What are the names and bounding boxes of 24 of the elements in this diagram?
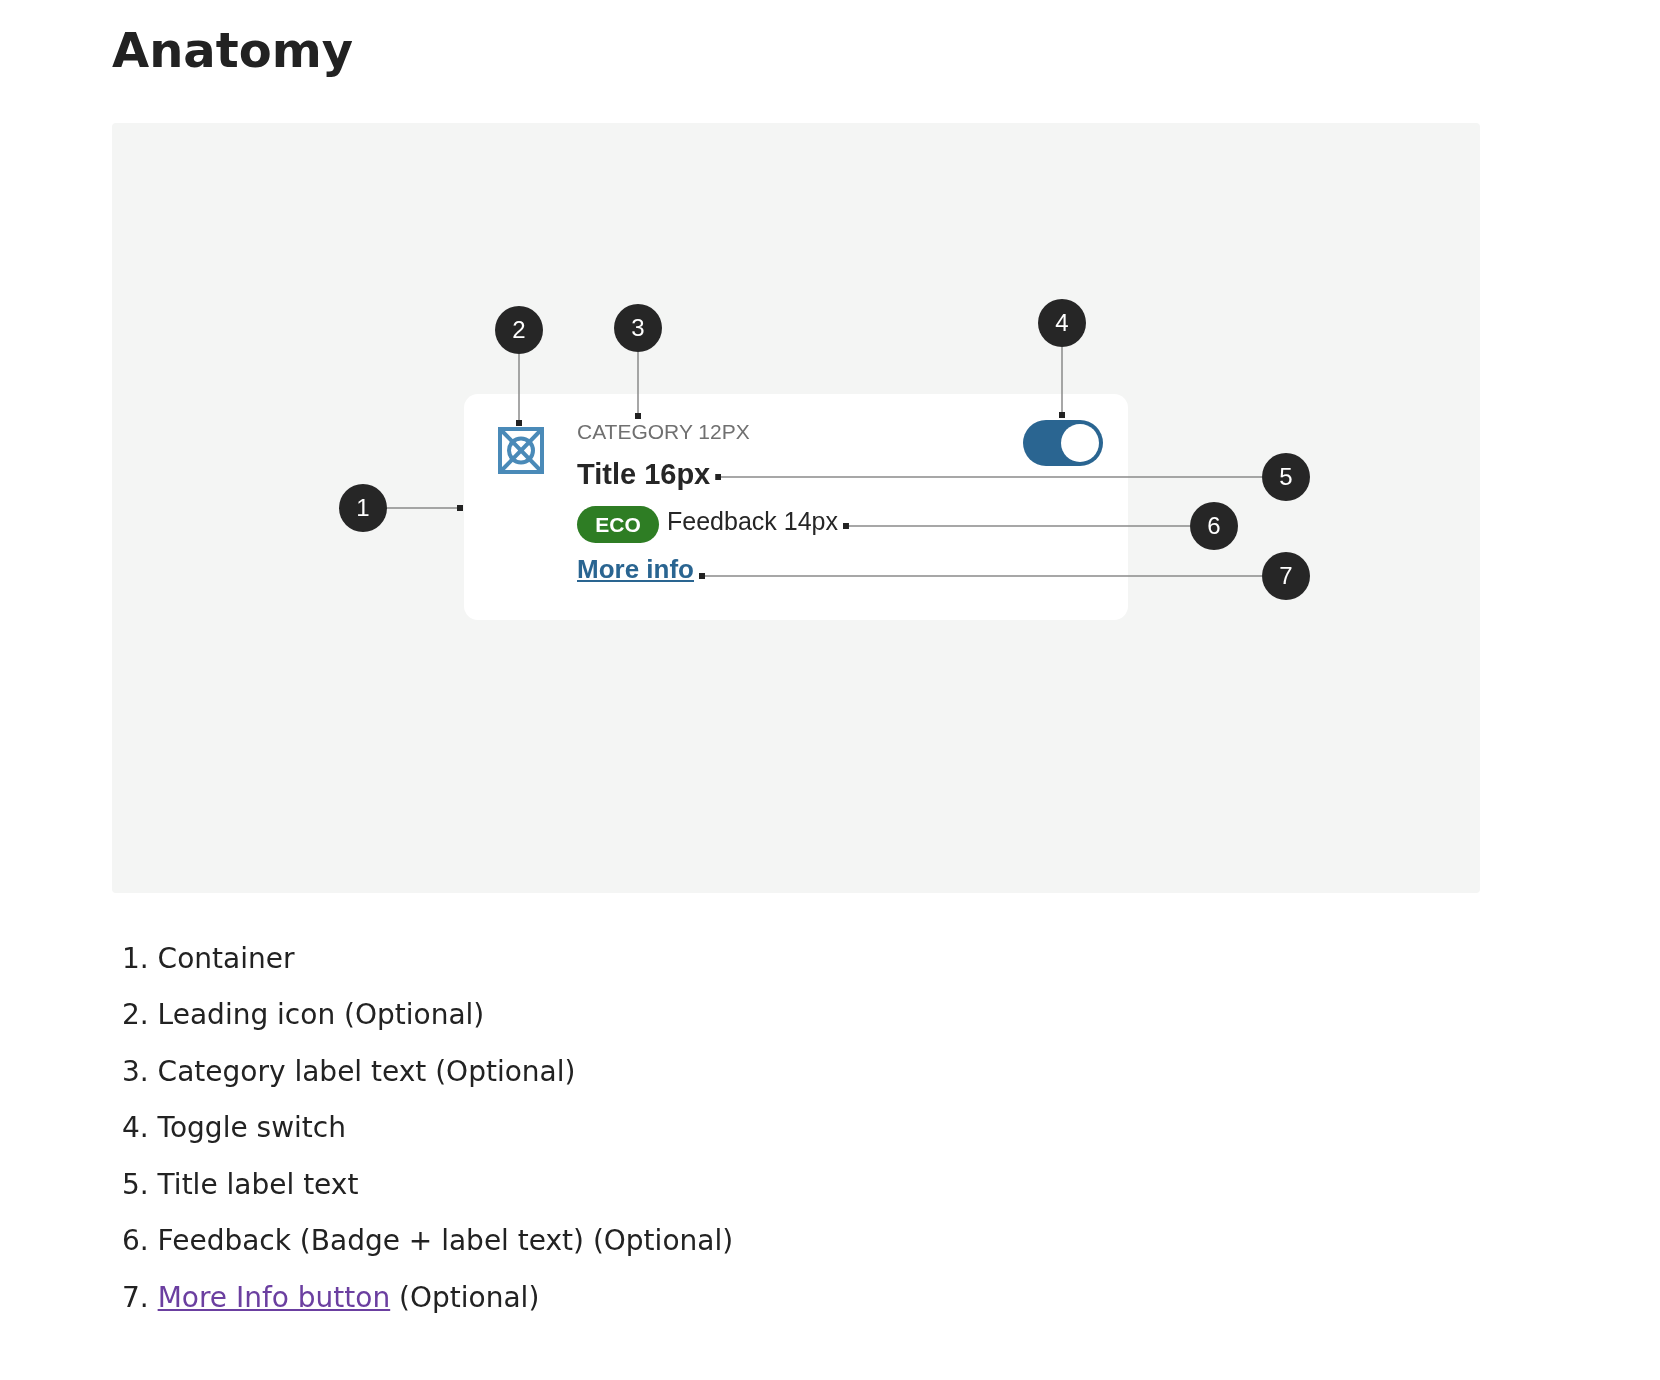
text-link: More Info button	[157, 1281, 391, 1314]
leader-line	[715, 474, 1263, 480]
list-item: 4. Toggle switch	[122, 1111, 346, 1144]
list-item: 6. Feedback (Badge + label text) (Optional)	[122, 1224, 734, 1257]
card-container	[464, 394, 1128, 620]
more-info-link: More info	[577, 554, 694, 585]
list-item: 3. Category label text (Optional)	[122, 1055, 576, 1088]
heading: Anatomy	[112, 22, 353, 78]
placeholder-icon	[498, 427, 544, 474]
leader-line	[1059, 346, 1065, 418]
list-item: 2. Leading icon (Optional)	[122, 998, 485, 1031]
title-label: Title 16px	[577, 458, 711, 491]
list-item-text: 7.	[122, 1281, 149, 1314]
leader-line	[699, 573, 1263, 579]
list-item: 5. Title label text	[122, 1168, 359, 1201]
list-item: 1. Container	[122, 942, 295, 975]
feedback-label: Feedback 14px	[667, 507, 838, 536]
list-item-text: (Optional)	[399, 1281, 540, 1314]
leader-line	[516, 353, 522, 426]
leader-line	[635, 351, 641, 419]
leader-line	[386, 505, 463, 511]
category-label: CATEGORY 12PX	[577, 420, 750, 444]
eco-badge: ECO	[577, 506, 659, 543]
leader-line	[842, 523, 1191, 529]
